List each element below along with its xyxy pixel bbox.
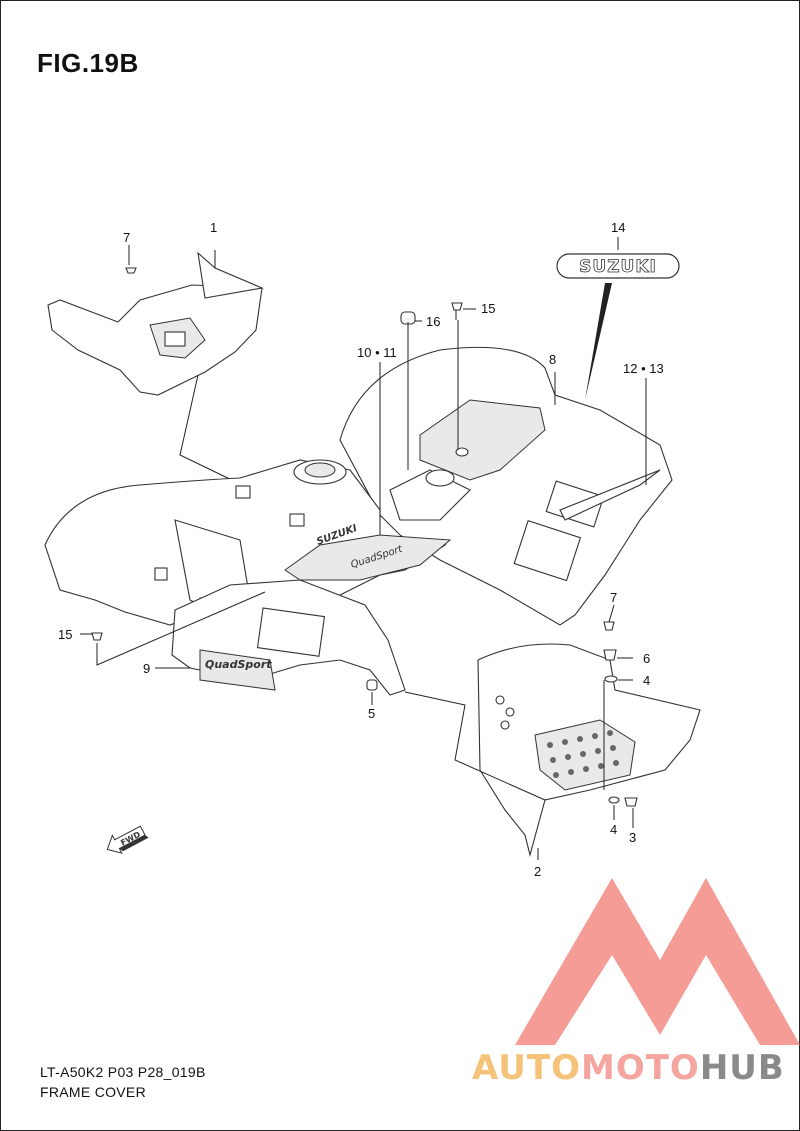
footplate-grid xyxy=(547,730,619,778)
figure-title: FIG.19B xyxy=(37,48,139,78)
screw-7b-icon xyxy=(603,621,615,631)
callout-4b: 4 xyxy=(610,822,617,837)
suzuki-emblem: SUZUKI xyxy=(556,253,680,400)
callout-15a: 15 xyxy=(481,301,495,316)
screw-7-icon xyxy=(125,267,137,274)
rear-fender xyxy=(339,346,673,626)
front-upper-cover xyxy=(47,250,264,484)
model-code: LT-A50K2 P03 P28_019B xyxy=(40,1064,206,1080)
callout-15b: 15 xyxy=(58,627,72,642)
callout-5: 5 xyxy=(368,706,375,721)
callout-1: 1 xyxy=(210,220,217,235)
footrest-plate xyxy=(477,643,701,858)
callout-9: 9 xyxy=(143,661,150,676)
washer-4b-icon xyxy=(608,796,620,804)
callout-12-13: 12 • 13 xyxy=(623,361,664,376)
bolt-15b-icon xyxy=(91,632,103,641)
watermark-hub: HUB xyxy=(699,1048,785,1088)
fender-decal-text: QuadSport xyxy=(205,658,272,671)
emblem-text: SUZUKI xyxy=(579,257,657,277)
callout-16: 16 xyxy=(426,314,440,329)
nut-5-icon xyxy=(366,679,378,691)
washer-4-icon xyxy=(604,675,618,683)
watermark-auto: AUTO xyxy=(472,1048,581,1088)
leader-lines xyxy=(80,237,647,860)
watermark-logo xyxy=(515,878,800,1045)
side-fender: QuadSport xyxy=(171,579,406,696)
callout-7b: 7 xyxy=(610,590,617,605)
fwd-arrow-icon: FWD xyxy=(106,825,149,854)
callout-2: 2 xyxy=(534,864,541,879)
watermark-moto: MOTO xyxy=(580,1048,700,1088)
callout-numbers: 1 7 14 16 15 10 • 11 8 12 • 13 15 9 5 7 … xyxy=(58,220,664,879)
callout-3: 3 xyxy=(629,830,636,845)
callout-8: 8 xyxy=(549,352,556,367)
bolt-6-icon xyxy=(603,649,617,661)
callout-7a: 7 xyxy=(123,230,130,245)
callout-14: 14 xyxy=(611,220,625,235)
bolt-3-icon xyxy=(624,797,638,807)
figure-caption: FRAME COVER xyxy=(40,1084,146,1100)
callout-6: 6 xyxy=(643,651,650,666)
small-fasteners xyxy=(91,267,638,807)
bolt-15-icon xyxy=(451,302,463,320)
callout-4a: 4 xyxy=(643,673,650,688)
callout-10-11: 10 • 11 xyxy=(357,345,397,360)
watermark-text: AUTOMOTOHUB xyxy=(472,1048,785,1088)
